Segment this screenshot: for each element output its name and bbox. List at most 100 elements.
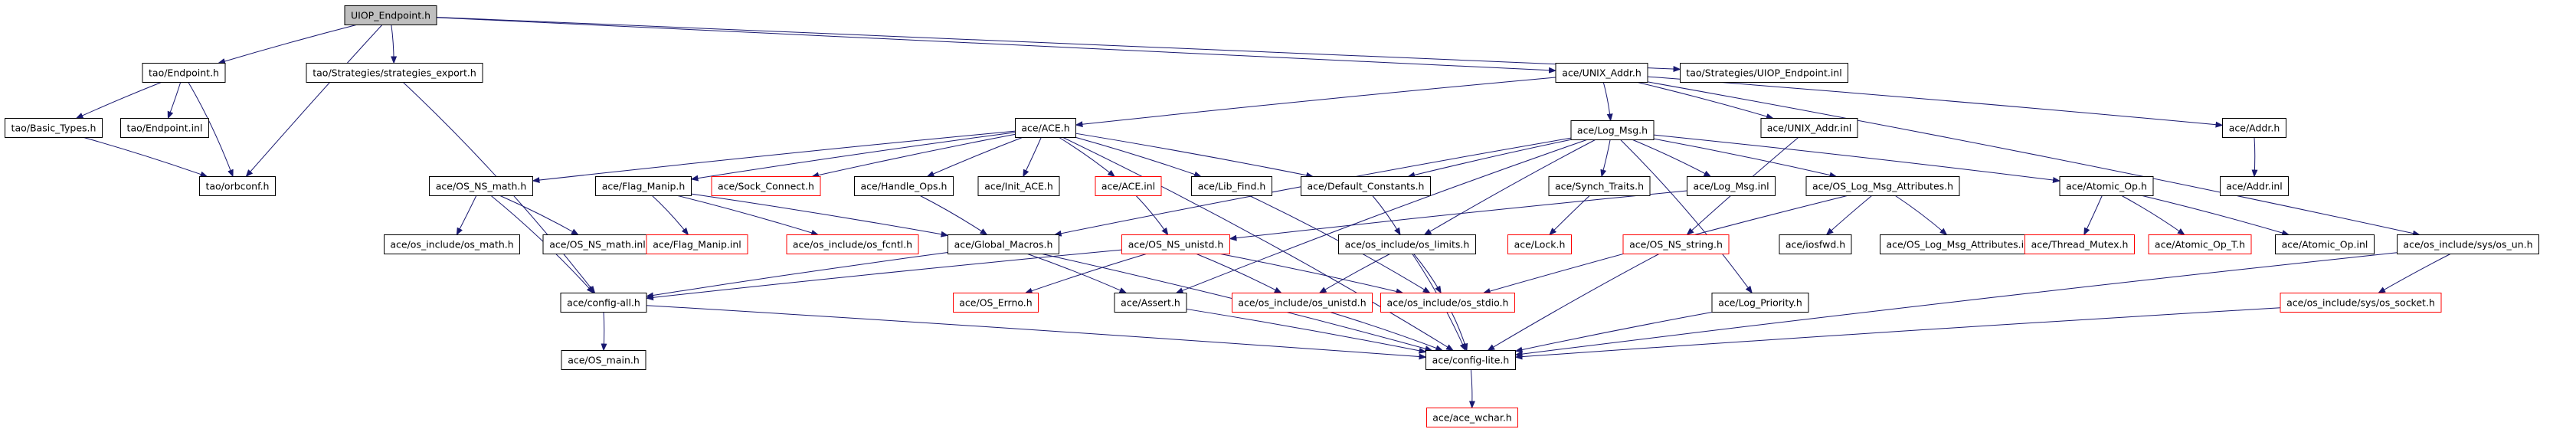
- node-label: tao/Endpoint.inl: [127, 123, 203, 134]
- edge-ace-os-ns-unistd-h-to-ace-os-include-os-unistd-h: [1196, 254, 1282, 293]
- node-label: ace/os_include/os_math.h: [390, 239, 513, 251]
- edge-ace-ace-h-to-ace-handle-ops-h: [926, 137, 1023, 177]
- node-box: [560, 293, 647, 313]
- edge-ace-os-ns-string-h-to-ace-config-lite-h: [1487, 254, 1660, 352]
- node-ace-atomic-op-h[interactable]: ace/Atomic_Op.h: [2059, 176, 2154, 196]
- node-box: [2397, 234, 2539, 254]
- node-ace-os-errno-h[interactable]: ace/OS_Errno.h: [953, 293, 1039, 313]
- node-ace-ace-h[interactable]: ace/ACE.h: [1015, 118, 1076, 138]
- node-tao-orbconf-h[interactable]: tao/orbconf.h: [199, 176, 276, 196]
- node-ace-global-macros-h[interactable]: ace/Global_Macros.h: [948, 234, 1059, 254]
- node-ace-atomic-op-t-h[interactable]: ace/Atomic_Op_T.h: [2148, 234, 2252, 254]
- node-ace-sock-connect-h[interactable]: ace/Sock_Connect.h: [711, 176, 821, 196]
- node-box: [595, 176, 692, 196]
- edge-uiop-endpoint-h-to-tao-strategies-export-h: [391, 25, 398, 64]
- node-box: [2222, 118, 2286, 138]
- node-ace-unix-addr-inl[interactable]: ace/UNIX_Addr.inl: [1760, 118, 1858, 138]
- node-tao-strategies-export-h[interactable]: tao/Strategies/strategies_export.h: [306, 63, 483, 83]
- node-ace-config-lite-h[interactable]: ace/config-lite.h: [1425, 350, 1516, 370]
- node-ace-os-include-sys-os-socket-h[interactable]: ace/os_include/sys/os_socket.h: [2280, 293, 2442, 313]
- edge-ace-log-msg-h-to-ace-log-priority-h: [1620, 139, 1753, 294]
- edge-uiop-endpoint-h-to-tao-orbconf-h: [245, 25, 383, 178]
- edge-ace-ace-inl-to-ace-os-ns-unistd-h: [1135, 195, 1169, 236]
- node-box: [1425, 350, 1516, 370]
- file-nodes: UIOP_Endpoint.h tao/Endpoint.h tao/Strateg…: [5, 5, 2539, 427]
- edge-ace-os-include-os-stdio-h-to-ace-config-lite-h: [1451, 312, 1468, 352]
- node-ace-log-priority-h[interactable]: ace/Log_Priority.h: [1711, 293, 1809, 313]
- edge-tao-endpoint-h-to-tao-orbconf-h: [188, 82, 234, 178]
- node-ace-os-log-msg-attributes-h[interactable]: ace/OS_Log_Msg_Attributes.h: [1805, 176, 1960, 196]
- edge-tao-endpoint-h-to-tao-endpoint-inl: [167, 82, 182, 120]
- node-ace-os-log-msg-attributes-inl[interactable]: ace/OS_Log_Msg_Attributes.inl: [1880, 234, 2039, 254]
- node-ace-addr-h[interactable]: ace/Addr.h: [2222, 118, 2286, 138]
- node-ace-atomic-op-inl[interactable]: ace/Atomic_Op.inl: [2275, 234, 2375, 254]
- node-label: tao/Strategies/strategies_export.h: [313, 67, 476, 79]
- node-ace-os-include-os-limits-h[interactable]: ace/os_include/os_limits.h: [1338, 234, 1476, 254]
- edge-ace-synch-traits-h-to-ace-lock-h: [1549, 195, 1590, 236]
- node-ace-os-include-os-unistd-h[interactable]: ace/os_include/os_unistd.h: [1232, 293, 1373, 313]
- node-label: ace/os_include/sys/os_socket.h: [2286, 297, 2435, 309]
- node-ace-os-ns-unistd-h[interactable]: ace/OS_NS_unistd.h: [1121, 234, 1230, 254]
- node-ace-assert-h[interactable]: ace/Assert.h: [1114, 293, 1187, 313]
- node-box: [2148, 234, 2252, 254]
- node-label: ace/Default_Constants.h: [1308, 181, 1425, 192]
- node-label: ace/Atomic_Op_T.h: [2155, 239, 2245, 251]
- edge-ace-os-include-sys-os-un-h-to-ace-os-include-sys-os-socket-h: [2378, 254, 2451, 293]
- node-tao-endpoint-h[interactable]: tao/Endpoint.h: [142, 63, 226, 83]
- node-tao-endpoint-inl[interactable]: tao/Endpoint.inl: [120, 118, 209, 138]
- node-label: ace/OS_NS_unistd.h: [1128, 239, 1224, 251]
- node-box: [2024, 234, 2135, 254]
- edge-ace-atomic-op-h-to-ace-thread-mutex-h: [2083, 195, 2103, 236]
- edge-tao-basic-types-h-to-tao-orbconf-h: [83, 137, 208, 178]
- node-tao-basic-types-h[interactable]: tao/Basic_Types.h: [5, 118, 103, 138]
- edge-ace-unix-addr-h-to-ace-unix-addr-inl: [1637, 82, 1774, 120]
- node-ace-thread-mutex-h[interactable]: ace/Thread_Mutex.h: [2024, 234, 2135, 254]
- edge-ace-ace-h-to-ace-config-lite-h: [1062, 137, 1454, 352]
- node-ace-flag-manip-inl[interactable]: ace/Flag_Manip.inl: [646, 234, 748, 254]
- node-ace-ace-wchar-h[interactable]: ace/ace_wchar.h: [1426, 408, 1518, 427]
- node-ace-os-include-os-math-h[interactable]: ace/os_include/os_math.h: [384, 234, 520, 254]
- node-ace-ace-inl[interactable]: ace/ACE.inl: [1095, 176, 1162, 196]
- node-ace-os-ns-math-h[interactable]: ace/OS_NS_math.h: [429, 176, 533, 196]
- edge-uiop-endpoint-h-to-tao-endpoint-h: [218, 25, 357, 64]
- node-label: ace/os_include/os_unistd.h: [1238, 297, 1366, 309]
- node-tao-uiop-endpoint-inl[interactable]: tao/Strategies/UIOP_Endpoint.inl: [1680, 63, 1848, 83]
- node-ace-os-ns-math-inl[interactable]: ace/OS_NS_math.inl: [542, 234, 653, 254]
- node-label: ace/os_include/os_stdio.h: [1387, 297, 1509, 309]
- node-box: [142, 63, 226, 83]
- node-ace-os-include-os-fcntl-h[interactable]: ace/os_include/os_fcntl.h: [786, 234, 919, 254]
- node-ace-config-all-h[interactable]: ace/config-all.h: [560, 293, 647, 313]
- node-ace-addr-inl[interactable]: ace/Addr.inl: [2220, 176, 2289, 196]
- node-ace-log-msg-inl[interactable]: ace/Log_Msg.inl: [1687, 176, 1776, 196]
- node-ace-init-ace-h[interactable]: ace/Init_ACE.h: [977, 176, 1060, 196]
- node-ace-os-include-sys-os-un-h[interactable]: ace/os_include/sys/os_un.h: [2397, 234, 2539, 254]
- edge-ace-os-include-os-limits-h-to-ace-os-include-os-unistd-h: [1318, 254, 1390, 294]
- node-ace-flag-manip-h[interactable]: ace/Flag_Manip.h: [595, 176, 692, 196]
- node-box: [542, 234, 653, 254]
- node-ace-lib-find-h[interactable]: ace/Lib_Find.h: [1191, 176, 1272, 196]
- node-label: ace/config-all.h: [567, 297, 640, 309]
- node-box: [1711, 293, 1809, 313]
- node-box: [977, 176, 1060, 196]
- edge-tao-endpoint-h-to-tao-basic-types-h: [75, 82, 162, 119]
- node-ace-iosfwd-h[interactable]: ace/iosfwd.h: [1779, 234, 1852, 254]
- node-ace-synch-traits-h[interactable]: ace/Synch_Traits.h: [1548, 176, 1651, 196]
- node-ace-default-constants-h[interactable]: ace/Default_Constants.h: [1301, 176, 1431, 196]
- node-ace-unix-addr-h[interactable]: ace/UNIX_Addr.h: [1555, 63, 1648, 83]
- node-ace-log-msg-h[interactable]: ace/Log_Msg.h: [1570, 120, 1655, 140]
- node-uiop-endpoint-h[interactable]: UIOP_Endpoint.h: [344, 5, 437, 25]
- node-ace-os-main-h[interactable]: ace/OS_main.h: [561, 350, 646, 370]
- node-ace-os-include-os-stdio-h[interactable]: ace/os_include/os_stdio.h: [1380, 293, 1515, 313]
- node-label: tao/orbconf.h: [206, 181, 270, 192]
- edge-ace-config-lite-h-to-ace-ace-wchar-h: [1468, 369, 1475, 409]
- node-ace-os-ns-string-h[interactable]: ace/OS_NS_string.h: [1622, 234, 1730, 254]
- node-ace-handle-ops-h[interactable]: ace/Handle_Ops.h: [854, 176, 954, 196]
- node-ace-lock-h[interactable]: ace/Lock.h: [1507, 234, 1572, 254]
- node-box: [2280, 293, 2442, 313]
- edge-ace-ace-h-to-ace-ace-inl: [1059, 137, 1116, 178]
- node-box: [120, 118, 209, 138]
- node-label: ace/Assert.h: [1121, 297, 1180, 309]
- edge-ace-atomic-op-h-to-ace-atomic-op-inl: [2142, 195, 2290, 236]
- node-label: ace/OS_Errno.h: [959, 297, 1032, 309]
